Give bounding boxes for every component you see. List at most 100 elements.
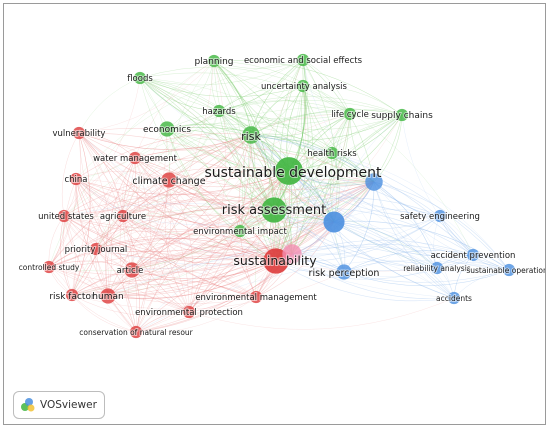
label-safety[interactable]: safety engineering (399, 211, 481, 223)
label-hazards[interactable]: hazards (201, 106, 237, 118)
label-human[interactable]: human (91, 291, 124, 303)
label-priority[interactable]: priority journal (64, 244, 129, 256)
node-hazards[interactable] (212, 104, 226, 118)
label-watermgmt[interactable]: water management (92, 153, 179, 165)
link (218, 110, 333, 154)
link (122, 152, 333, 217)
label-article[interactable]: article (116, 265, 145, 277)
link (63, 215, 257, 298)
link (275, 114, 403, 262)
link (168, 179, 277, 262)
node-human[interactable] (100, 288, 116, 304)
label-sustainability[interactable]: sustainability (232, 252, 318, 269)
label-health[interactable]: health risks (306, 148, 358, 160)
link (250, 134, 510, 271)
node-accidents[interactable] (447, 291, 461, 305)
vosviewer-badge-label: VOSviewer (40, 399, 97, 411)
label-lifecycle[interactable]: life cycle (330, 109, 370, 121)
link (63, 181, 375, 230)
label-riskass[interactable]: risk assessment (221, 202, 327, 219)
link (48, 170, 290, 268)
link (131, 221, 335, 273)
label-risk[interactable]: risk (240, 129, 262, 144)
label-conservation[interactable]: conservation of natural resour (78, 327, 194, 338)
node-reliability[interactable] (430, 261, 444, 275)
link (48, 266, 137, 333)
node-vulnerability[interactable] (72, 126, 86, 140)
label-envprot[interactable]: environmental protection (134, 307, 244, 319)
node-safety[interactable] (433, 209, 447, 223)
link (75, 128, 168, 180)
label-envimpact[interactable]: environmental impact (192, 226, 288, 238)
node-us[interactable] (57, 209, 71, 223)
label-economics[interactable]: economics (142, 124, 192, 136)
label-perception[interactable]: risk perception (308, 267, 381, 280)
link (135, 134, 252, 333)
label-controlled[interactable]: controlled study (18, 262, 81, 273)
link (273, 59, 307, 211)
node-climate[interactable] (161, 172, 177, 188)
label-accprev[interactable]: accident prevention (430, 250, 517, 262)
label-china[interactable]: china (63, 174, 88, 186)
node-bhub2[interactable] (365, 173, 383, 191)
label-supply[interactable]: supply chains (370, 110, 434, 122)
node-supply[interactable] (395, 108, 409, 122)
label-climate[interactable]: climate change (131, 175, 206, 188)
link (71, 209, 275, 296)
link (71, 132, 91, 296)
label-riskfactor[interactable]: risk factor (48, 291, 96, 303)
label-sustdev[interactable]: sustainable development (203, 164, 383, 182)
node-riskass[interactable] (261, 197, 287, 223)
node-perception[interactable] (336, 264, 352, 280)
node-conservation[interactable] (129, 325, 143, 339)
node-risk[interactable] (242, 126, 260, 144)
label-accidents[interactable]: accidents (435, 293, 473, 304)
link (302, 59, 375, 183)
node-article[interactable] (124, 262, 140, 278)
link (166, 128, 290, 172)
node-lifecycle[interactable] (343, 107, 357, 121)
link (107, 230, 241, 297)
label-vulnerability[interactable]: vulnerability (52, 128, 107, 140)
node-phub[interactable] (282, 244, 302, 264)
label-reliability[interactable]: reliability analysis (402, 263, 472, 274)
node-envimpact[interactable] (233, 224, 247, 238)
link (275, 85, 309, 262)
label-floods[interactable]: floods (126, 73, 154, 85)
label-uncertainty[interactable]: uncertainty analysis (260, 81, 349, 93)
link (373, 181, 510, 271)
node-riskfactor[interactable] (65, 288, 79, 302)
node-agriculture[interactable] (116, 209, 130, 223)
node-planning[interactable] (207, 54, 221, 68)
link (188, 295, 257, 313)
node-accprev[interactable] (466, 248, 480, 262)
node-priority[interactable] (89, 242, 103, 256)
node-sustdev[interactable] (275, 157, 303, 185)
link (107, 113, 351, 297)
label-sustops[interactable]: sustainable operations (465, 265, 546, 276)
node-envprot[interactable] (182, 305, 196, 319)
node-watermgmt[interactable] (128, 151, 142, 165)
node-sustops[interactable] (502, 263, 516, 277)
node-envmgmt[interactable] (249, 290, 263, 304)
link (131, 179, 170, 271)
link (135, 181, 375, 333)
node-floods[interactable] (133, 71, 147, 85)
label-planning[interactable]: planning (193, 56, 234, 68)
node-economics[interactable] (159, 121, 175, 137)
label-econsoc[interactable]: economic and social effects (243, 55, 364, 67)
node-china[interactable] (69, 172, 83, 186)
label-us[interactable]: united states (37, 211, 95, 223)
node-bhub[interactable] (323, 211, 345, 233)
node-econsoc[interactable] (296, 53, 310, 67)
link (134, 157, 275, 211)
node-health[interactable] (325, 146, 339, 160)
node-uncertainty[interactable] (296, 79, 310, 93)
link (95, 248, 137, 333)
label-agriculture[interactable]: agriculture (99, 211, 147, 223)
link (122, 215, 257, 298)
link (63, 157, 136, 217)
node-controlled[interactable] (42, 260, 56, 274)
link (166, 127, 375, 183)
label-envmgmt[interactable]: environmental management (194, 292, 318, 304)
